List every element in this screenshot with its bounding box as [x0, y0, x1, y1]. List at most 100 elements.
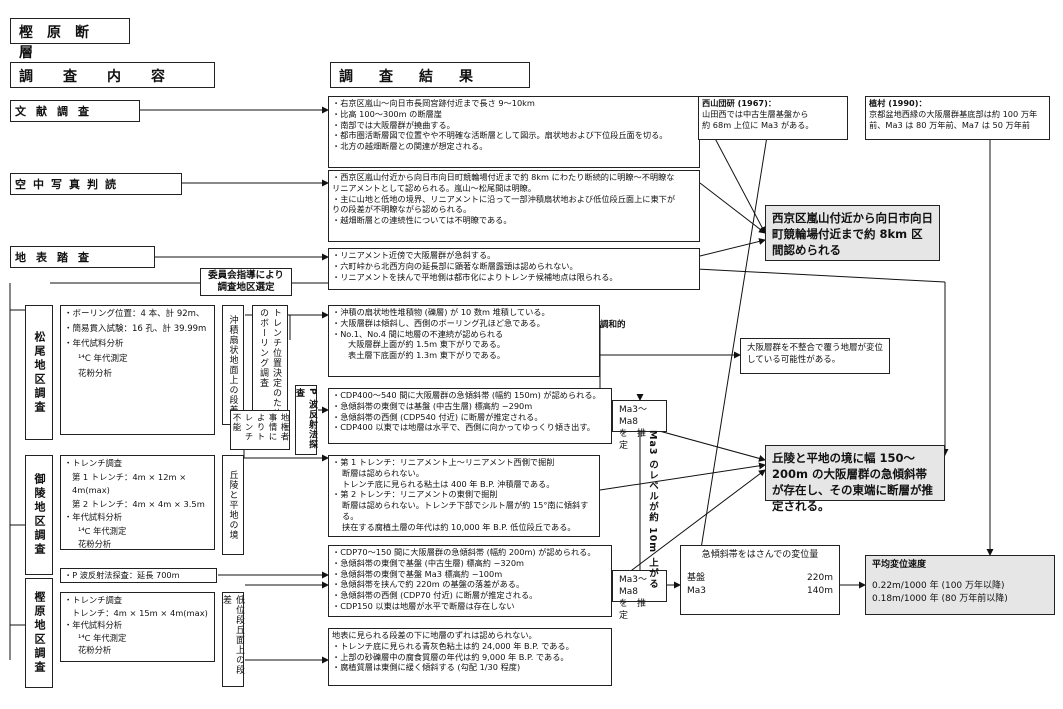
- matsuo-boring-result-3: ・No.1、No.4 間に地層の不連続が認められる: [332, 328, 504, 339]
- matsuo-district-label: 松尾地区調査: [25, 305, 53, 440]
- conclusion-1-box: 西京区嵐山付近から向日市向日町競輪場付近まで約 8km 区間認められる: [765, 205, 940, 261]
- survey-content-header: 調査内容: [10, 62, 215, 88]
- literature-result-1: ・右京区嵐山〜向日市長岡宮跡付近まで長さ 9〜10km: [332, 98, 535, 108]
- matsuo-boring-result-2: ・大阪層群は傾斜し、西側のボーリング孔ほど急である。: [332, 317, 545, 328]
- ref-nishiyama-text: 山田西では中古生層基盤から 約 68m 上位に Ma3 がある。: [702, 108, 814, 130]
- aerial-photo-box: 空中写真判読: [10, 173, 182, 195]
- goryo-methods-box: ・トレンチ調査 第 1 トレンチ：4m × 12m × 4m(max) 第 2 …: [60, 455, 215, 550]
- displacement-value-basement: 220m: [807, 573, 833, 583]
- literature-result-5: ・北方の越畑断層との関連が想定される。: [332, 141, 488, 152]
- kashihara-p-results-box: ・CDP70〜150 間に大阪層群の急傾斜帯 (幅約 200m) が認められる。…: [328, 545, 612, 617]
- average-rate-title: 平均変位速度: [872, 560, 927, 570]
- goryo-trench-result-5: 断層は認められない。トレンチ下部でシルト層が約 15°南に傾斜する。: [342, 500, 589, 521]
- kashihara-trench-results-box: 地表に見られる段差の下に地層のずれは認められない。 ・トレンチ底に見られる青灰色…: [328, 628, 612, 686]
- matsuo-p-result-3: ・急傾斜帯の西側 (CDP540 付近) に断層が推定される。: [332, 411, 543, 422]
- ref-uemura-name: 植村 (1990)：: [869, 98, 927, 108]
- goryo-trench-result-6: 挟在する腐植土層の年代は約 10,000 年 B.P. 低位段丘である。: [342, 521, 576, 532]
- kashihara-terrace-box: 低位段丘面上の段差: [221, 592, 244, 687]
- displacement-header: 急傾斜帯をはさんでの変位量: [701, 550, 819, 560]
- kashihara-ma-estimate-box: Ma3〜Ma8 を 推 定: [612, 570, 667, 621]
- displacement-row-basement: 基盤 220m: [687, 572, 833, 585]
- goryo-district-label: 御陵地区調査: [25, 455, 53, 575]
- goryo-method-4: ・年代試料分析: [64, 512, 123, 522]
- matsuo-method-3: ・年代試料分析: [64, 339, 124, 349]
- matsuo-boring-results-box: ・沖積の扇状地性堆積物 (礫層) が 10 数m 堆積している。 ・大阪層群は傾…: [328, 305, 600, 377]
- ref-nishiyama-box: 西山団研 (1967)： 山田西では中古生層基盤から 約 68m 上位に Ma3…: [698, 96, 848, 140]
- matsuo-p-wave-box: P 波反射法探査: [294, 385, 317, 455]
- matsuo-trench-pos-box: トレンチ位置決定のためのボーリング調査: [252, 305, 288, 425]
- conformable-label: 調和的: [600, 320, 626, 330]
- matsuo-boring-result-5: 表土層下底面が約 1.3m 東下がりである。: [348, 350, 506, 361]
- displacement-value-ma3: 140m: [807, 586, 833, 596]
- kashihara-p-result-1: ・CDP70〜150 間に大阪層群の急傾斜帯 (幅約 200m) が認められる。: [332, 547, 596, 557]
- kashihara-method-1: ・トレンチ調査: [64, 595, 123, 605]
- surface-result-3: ・リニアメントを挟んで平地側は都市化によりトレンチ候補地点は限られる。: [332, 271, 618, 282]
- literature-result-4: ・都市圏活断層図で位置やや不明確な活断層として図示。扇状地および下位段丘面を切る…: [332, 130, 668, 141]
- literature-result-3: ・南部では大阪層群が撓曲する。: [332, 119, 455, 130]
- kashihara-trench-result-4: ・腐植質層は東側に緩く傾斜する (勾配 1/30 程度): [332, 662, 521, 673]
- average-rate-box: 平均変位速度 0.22m/1000 年 (100 万年以降) 0.18m/100…: [865, 555, 1055, 615]
- matsuo-p-result-2: ・急傾斜帯の東側では基盤 (中古生層) 標高約 −290m: [332, 400, 533, 411]
- literature-result-2: ・比高 100〜300m の断層崖: [332, 108, 442, 119]
- kashihara-p-result-3: ・急傾斜帯の東側で基盤 Ma3 標高約 −100m: [332, 568, 503, 579]
- kashihara-p-result-5: ・急傾斜帯の西側 (CDP70 付近) に断層が推定される。: [332, 590, 538, 601]
- matsuo-method-2: ・簡易貫入試験：16 孔、計 39.99m: [64, 324, 207, 334]
- aerial-result-1: ・西京区嵐山付近から向日市向日町競輪場付近まで約 8km にわたり断続的に明瞭〜…: [332, 172, 675, 193]
- matsuo-method-4: ¹⁴C 年代測定: [78, 354, 128, 364]
- kashihara-p-result-6: ・CDP150 以東は地層が水平で断層は存在しない: [332, 600, 515, 611]
- kashihara-methods-box: ・トレンチ調査 トレンチ：4m × 15m × 4m(max) ・年代試料分析 …: [60, 592, 215, 662]
- ref-uemura-text: 京都盆地西縁の大阪層群基底部は約 100 万年 前、Ma3 は 80 万年前、M…: [869, 108, 1038, 130]
- goryo-hill-box: 丘陵と平地の境: [222, 455, 244, 555]
- matsuo-p-results-box: ・CDP400〜540 間に大阪層群の急傾斜帯 (幅約 150m) が認められる…: [328, 388, 612, 444]
- matsuo-method-5: 花粉分析: [78, 369, 113, 379]
- goryo-method-6: 花粉分析: [78, 539, 112, 549]
- kashihara-method-4: ¹⁴C 年代測定: [78, 632, 127, 643]
- goryo-method-5: ¹⁴C 年代測定: [78, 525, 127, 536]
- displacement-label-basement: 基盤: [687, 573, 706, 583]
- kashihara-method-5: 花粉分析: [78, 645, 112, 655]
- committee-selection-box: 委員会指導により 調査地区選定: [200, 268, 292, 296]
- surface-results-box: ・リニアメント近傍で大阪層群が急斜する。 ・六町峠から北西方向の延長部に顕著な断…: [328, 248, 700, 290]
- displacement-label-ma3: Ma3: [687, 586, 707, 596]
- matsuo-boring-result-4: 大阪層群上面が約 1.5m 東下がりである。: [348, 339, 506, 350]
- matsuo-p-result-4: ・CDP400 以東では地層は水平で、西側に向かってゆっくり傾き出す。: [332, 422, 595, 433]
- aerial-result-2: ・主に山地と低地の境界、リニアメントに沿って一部沖積扇状地および低位段丘面上に東…: [332, 193, 676, 215]
- goryo-trench-result-4: ・第 2 トレンチ：リニアメントの東側で掘削: [332, 489, 498, 500]
- goryo-trench-result-2: 断層は認められない。: [342, 467, 424, 478]
- aerial-results-box: ・西京区嵐山付近から向日市向日町競輪場付近まで約 8km にわたり断続的に明瞭〜…: [328, 170, 700, 242]
- kashihara-p-result-2: ・急傾斜帯の東側で基盤 (中古生層) 標高約 −320m: [332, 557, 525, 568]
- kashihara-p-survey-box: ・P 波反射法探査：延長 700m: [60, 568, 217, 583]
- goryo-method-3: 第 2 トレンチ：4m × 4m × 3.5m: [72, 498, 205, 509]
- average-rate-row-2: 0.18m/1000 年 (80 万年前以降): [872, 594, 1008, 604]
- literature-survey-box: 文献調査: [10, 100, 140, 122]
- surface-result-2: ・六町峠から北西方向の延長部に顕著な断層露頭は認められない。: [332, 260, 578, 271]
- kashihara-method-3: ・年代試料分析: [64, 620, 123, 630]
- matsuo-methods-box: ・ボーリング位置：4 本、計 92m、 ・簡易貫入試験：16 孔、計 39.99…: [60, 305, 215, 435]
- matsuo-p-result-1: ・CDP400〜540 間に大阪層群の急傾斜帯 (幅約 150m) が認められる…: [332, 390, 601, 400]
- kashihara-trench-result-1: 地表に見られる段差の下に地層のずれは認められない。: [332, 630, 537, 640]
- goryo-trench-result-3: トレンチ底に見られる粘土は 400 年 B.P. 沖積層である。: [342, 478, 555, 489]
- goryo-method-1: ・トレンチ調査: [64, 458, 123, 468]
- surface-result-1: ・リニアメント近傍で大阪層群が急斜する。: [332, 250, 496, 260]
- literature-results-box: ・右京区嵐山〜向日市長岡宮跡付近まで長さ 9〜10km ・比高 100〜300m…: [328, 96, 700, 168]
- page-title: 樫原断層: [10, 18, 130, 61]
- displacement-box: 急傾斜帯をはさんでの変位量 基盤 220m Ma3 140m: [680, 545, 840, 615]
- surface-survey-box: 地表踏査: [10, 246, 155, 268]
- matsuo-boring-result-1: ・沖積の扇状地性堆積物 (礫層) が 10 数m 堆積している。: [332, 307, 550, 317]
- survey-result-header: 調査結果: [330, 62, 530, 88]
- average-rate-row-1: 0.22m/1000 年 (100 万年以降): [872, 581, 1005, 591]
- kashihara-trench-result-3: ・上部の砂礫層中の腐食質層の年代は約 9,000 年 B.P. である。: [332, 651, 569, 662]
- osaka-note-box: 大阪層群を不整合で覆う地層が変位している可能性がある。: [740, 338, 890, 374]
- goryo-trench-results-box: ・第 1 トレンチ：リニアメント上〜リニアメント西側で掘削 断層は認められない。…: [328, 455, 600, 537]
- matsuo-landowner-box: 地権者事情によりトレンチ不能: [230, 410, 290, 450]
- matsuo-ma-estimate-box: Ma3〜Ma8 を 推 定: [612, 400, 667, 451]
- matsuo-fan-box: 沖積扇状地面上の段差: [222, 305, 244, 425]
- kashihara-district-label: 樫原地区調査: [25, 578, 53, 688]
- goryo-trench-result-1: ・第 1 トレンチ：リニアメント上〜リニアメント西側で掘削: [332, 457, 555, 467]
- displacement-row-ma3: Ma3 140m: [687, 585, 833, 598]
- kashihara-p-result-4: ・急傾斜帯を挟んで約 220m の基盤の落差がある。: [332, 579, 525, 590]
- ref-nishiyama-name: 西山団研 (1967)：: [702, 98, 777, 108]
- kashihara-method-2: トレンチ：4m × 15m × 4m(max): [72, 607, 208, 618]
- aerial-result-3: ・越畑断層との連続性については不明瞭である。: [332, 215, 512, 226]
- goryo-method-2: 第 1 トレンチ：4m × 12m × 4m(max): [72, 471, 187, 496]
